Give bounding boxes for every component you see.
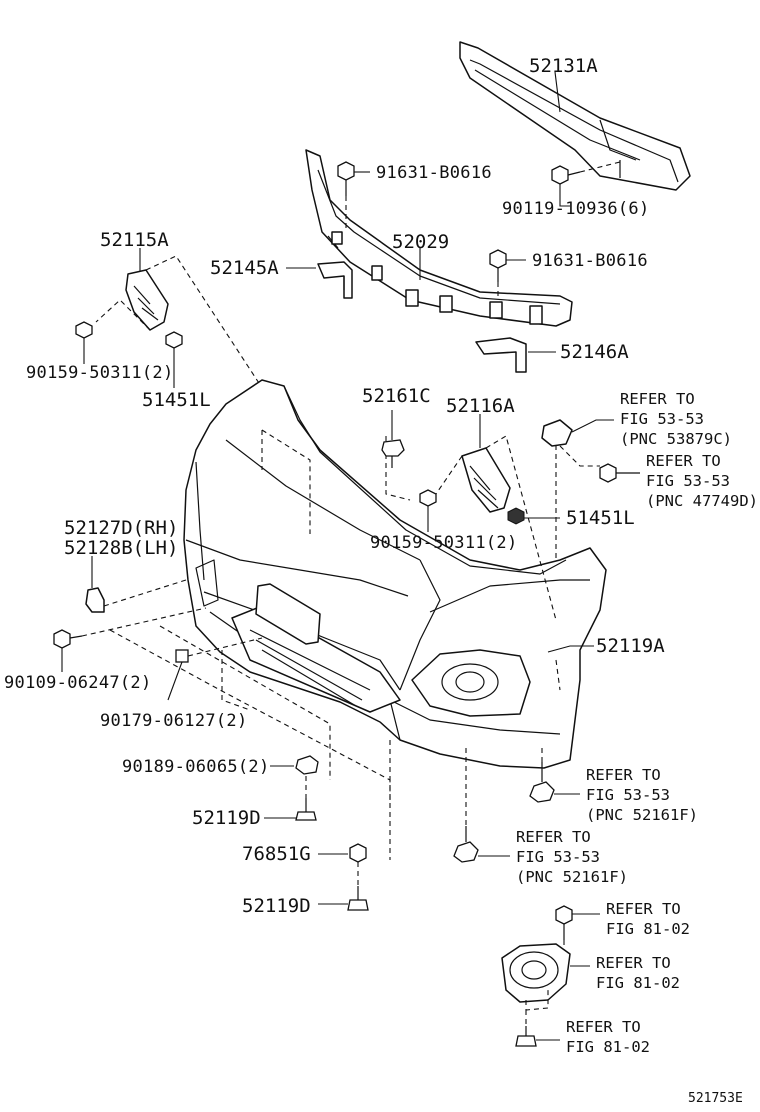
callout-90159-50311-mid: 90159-50311(2) xyxy=(370,533,518,553)
bumper-retainer-52029[interactable] xyxy=(305,149,573,327)
callout-52146A: 52146A xyxy=(560,341,629,363)
nut-90179-icon[interactable] xyxy=(175,649,189,663)
svg-text:REFER TO: REFER TO xyxy=(516,828,591,846)
clip-90189-icon[interactable] xyxy=(295,755,319,775)
svg-text:FIG 53-53: FIG 53-53 xyxy=(646,472,730,490)
callout-90159-50311-left: 90159-50311(2) xyxy=(26,363,174,383)
reference-81-02-bottom[interactable]: REFER TO FIG 81-02 xyxy=(566,1018,650,1056)
callout-91631-B0616-top: 91631-B0616 xyxy=(376,163,492,183)
svg-text:REFER TO: REFER TO xyxy=(620,390,695,408)
callout-90119-10936: 90119-10936(6) xyxy=(502,199,650,219)
callout-90189-06065: 90189-06065(2) xyxy=(122,757,270,777)
svg-text:FIG 53-53: FIG 53-53 xyxy=(620,410,704,428)
svg-text:REFER TO: REFER TO xyxy=(606,900,681,918)
callout-51451L-left: 51451L xyxy=(142,389,211,411)
svg-text:FIG 81-02: FIG 81-02 xyxy=(596,974,680,992)
bolt-90119-icon[interactable] xyxy=(551,165,581,185)
screw-90159-mid-icon[interactable] xyxy=(419,489,437,507)
clip-91631-mid-icon[interactable] xyxy=(489,249,507,282)
screw-51451L-left-icon[interactable] xyxy=(165,331,183,349)
callout-52145A: 52145A xyxy=(210,257,279,279)
bumper-cover-52119A[interactable] xyxy=(183,379,607,769)
bolt-90109-icon[interactable] xyxy=(53,629,83,649)
fog-lamp-housing[interactable] xyxy=(501,943,571,1003)
callout-52161C: 52161C xyxy=(362,385,431,407)
clip-91631-top-icon[interactable] xyxy=(337,161,355,196)
callout-52131A: 52131A xyxy=(529,55,598,77)
fog-lamp-screw-top-icon[interactable] xyxy=(555,905,573,940)
callout-90179-06127: 90179-06127(2) xyxy=(100,711,248,731)
side-retainer-52116A[interactable] xyxy=(461,447,511,513)
svg-text:FIG 81-02: FIG 81-02 xyxy=(606,920,690,938)
bracket-52127D-52128B[interactable] xyxy=(85,587,105,613)
clip-52161F-left-icon[interactable] xyxy=(453,826,479,863)
bracket-52146A[interactable] xyxy=(475,337,527,373)
svg-text:REFER TO: REFER TO xyxy=(596,954,671,972)
reference-81-02-top[interactable]: REFER TO FIG 81-02 xyxy=(606,900,690,938)
callout-51451L-right: 51451L xyxy=(566,507,635,529)
screw-51451L-right-icon[interactable] xyxy=(507,507,525,525)
svg-text:REFER TO: REFER TO xyxy=(566,1018,641,1036)
side-retainer-52115A[interactable] xyxy=(125,269,169,331)
callout-52127D-RH: 52127D(RH) xyxy=(64,517,178,539)
reference-53879C[interactable]: REFER TO FIG 53-53 (PNC 53879C) xyxy=(620,390,732,448)
reference-52161F-left[interactable]: REFER TO FIG 53-53 (PNC 52161F) xyxy=(516,828,628,886)
svg-text:FIG 53-53: FIG 53-53 xyxy=(516,848,600,866)
screw-90159-left-icon[interactable] xyxy=(75,321,93,339)
svg-text:FIG 53-53: FIG 53-53 xyxy=(586,786,670,804)
screw-47749D-icon[interactable] xyxy=(599,463,640,483)
reference-47749D[interactable]: REFER TO FIG 53-53 (PNC 47749D) xyxy=(646,452,758,510)
callout-52029: 52029 xyxy=(392,231,449,253)
reference-81-02-mid[interactable]: REFER TO FIG 81-02 xyxy=(596,954,680,992)
callout-52116A: 52116A xyxy=(446,395,515,417)
screw-52119D-a-icon[interactable] xyxy=(295,798,317,821)
clip-53879C-icon[interactable] xyxy=(541,419,573,447)
callout-52115A: 52115A xyxy=(100,229,169,251)
svg-text:(PNC 53879C): (PNC 53879C) xyxy=(620,430,732,448)
bumper-reinforcement-52131A[interactable] xyxy=(459,41,691,191)
svg-text:REFER TO: REFER TO xyxy=(646,452,721,470)
callout-52119D-a: 52119D xyxy=(192,807,261,829)
reference-52161F-right[interactable]: REFER TO FIG 53-53 (PNC 52161F) xyxy=(586,766,698,824)
svg-text:(PNC 52161F): (PNC 52161F) xyxy=(516,868,628,886)
callout-52119D-b: 52119D xyxy=(242,895,311,917)
diagram-id: 521753E xyxy=(688,1091,743,1106)
svg-text:(PNC 47749D): (PNC 47749D) xyxy=(646,492,758,510)
bracket-52145A[interactable] xyxy=(317,261,353,299)
svg-text:(PNC 52161F): (PNC 52161F) xyxy=(586,806,698,824)
callout-91631-B0616-mid: 91631-B0616 xyxy=(532,251,648,271)
fog-lamp-screw-bottom-icon[interactable] xyxy=(515,1026,537,1047)
nut-76851G-icon[interactable] xyxy=(349,843,367,863)
clip-52161C-icon[interactable] xyxy=(381,439,405,468)
screw-52119D-b-icon[interactable] xyxy=(347,886,369,911)
svg-text:REFER TO: REFER TO xyxy=(586,766,661,784)
callout-52119A: 52119A xyxy=(596,635,665,657)
svg-text:FIG 81-02: FIG 81-02 xyxy=(566,1038,650,1056)
callout-76851G: 76851G xyxy=(242,843,311,865)
callout-52128B-LH: 52128B(LH) xyxy=(64,537,178,559)
clip-52161F-right-icon[interactable] xyxy=(529,762,555,803)
callout-90109-06247: 90109-06247(2) xyxy=(4,673,152,693)
